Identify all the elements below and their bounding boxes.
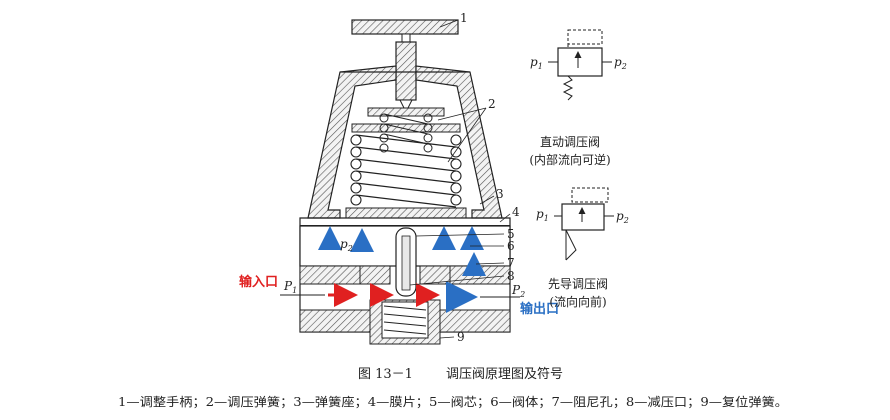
figure-legend: 1—调整手柄；2—调压弹簧；3—弹簧座；4—膜片；5—阀芯；6—阀体；7—阻尼孔… [118,394,788,409]
part-number-5: 5 [507,227,515,241]
part-number-3: 3 [496,187,504,201]
spring-seat [345,207,467,219]
p2-label: P2 [511,283,525,299]
outlet-flow-arrows [318,226,486,313]
bonnet [307,65,397,219]
upper-spring-seat [367,107,445,117]
p1-label: P1 [283,279,297,295]
figure-title: 调压阀原理图及符号 [446,366,563,382]
pilot-regulator-symbol: p1 p2 [536,187,629,261]
direct-regulator-symbol: p1 p2 [530,29,627,101]
part-number-9: 9 [457,330,465,344]
regulating-spring [350,113,462,208]
adjusting-screw [395,41,417,101]
direct-symbol-subtitle: (内部流向可逆) [529,152,610,167]
part-number-1: 1 [460,11,468,25]
pilot-symbol-title: 先导调压阀 [548,277,608,291]
part-number-2: 2 [488,97,496,111]
direct-symbol-p2: p2 [614,55,627,71]
adjusting-handle [351,19,459,35]
inner-p2-label: p2 [340,237,353,253]
pilot-symbol-subtitle: (流向向前) [549,294,606,309]
inlet-label: 输入口 [239,274,278,290]
outlet-label: 输出口 [520,301,559,317]
part-number-6: 6 [507,239,515,253]
pilot-symbol-p1: p1 [536,207,549,223]
part-number-4: 4 [512,205,520,219]
valve-cross-section [280,19,520,345]
part-number-labels: 1 2 3 4 5 6 7 8 9 [457,11,520,344]
pilot-symbol-p2: p2 [616,209,629,225]
return-spring [381,301,429,339]
direct-symbol-title: 直动调压阀 [540,135,600,149]
part-number-8: 8 [507,269,515,283]
direct-symbol-p1: p1 [530,55,543,71]
part-number-7: 7 [507,256,515,270]
figure-number: 图 13－1 [358,367,413,382]
